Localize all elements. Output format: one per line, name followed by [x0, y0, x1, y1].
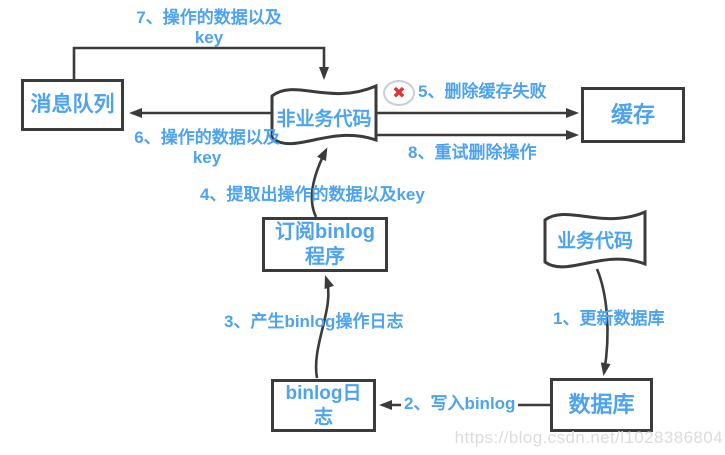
edge-step4-line — [310, 147, 328, 218]
edge-step6-label-line1: 6、操作的数据以及 — [134, 128, 280, 147]
node-binlog-log-line1: binlog日 — [285, 382, 362, 404]
edge-step1-label: 1、更新数据库 — [553, 309, 665, 328]
node-database: 数据库 — [550, 378, 653, 432]
edge-step5-label: 5、删除缓存失败 — [418, 82, 547, 101]
node-binlog-log-line2: 志 — [313, 406, 333, 428]
edge-step8-label: 8、重试删除操作 — [408, 143, 537, 162]
node-business-code-label: 业务代码 — [556, 230, 633, 252]
edge-step7-line — [72, 46, 329, 80]
node-business-code-shape — [543, 209, 647, 269]
edge-step7-label: 7、操作的数据以及 key — [120, 8, 298, 49]
edge-step3-label: 3、产生binlog操作日志 — [224, 312, 404, 331]
edge-step3-line — [314, 275, 334, 379]
edge-step2-label: 2、写入binlog — [401, 394, 519, 415]
node-binlog-log: binlog日 志 — [271, 379, 376, 432]
edge-step6-label: 6、操作的数据以及 key — [118, 128, 296, 169]
node-binlog-subscriber: 订阅binlog 程序 — [262, 217, 388, 272]
edge-step1-line — [595, 268, 611, 376]
edge-step7-label-line1: 7、操作的数据以及 — [136, 8, 282, 27]
node-binlog-subscriber-line2: 程序 — [305, 245, 345, 268]
node-binlog-subscriber-line1: 订阅binlog — [275, 220, 375, 243]
delete-failed-error-icon: ✖ — [383, 80, 415, 106]
node-cache: 缓存 — [581, 87, 685, 143]
edge-step4-label: 4、提取出操作的数据以及key — [200, 185, 425, 204]
edge-step7-label-line2: key — [194, 28, 224, 48]
node-non-business-code-label: 非业务代码 — [276, 108, 372, 130]
edge-step6-label-line2: key — [192, 148, 222, 168]
csdn-watermark: https://blog.csdn.net/l1028386804 — [454, 428, 723, 447]
node-message-queue: 消息队列 — [21, 79, 124, 131]
node-non-business-code-shape — [270, 83, 378, 146]
